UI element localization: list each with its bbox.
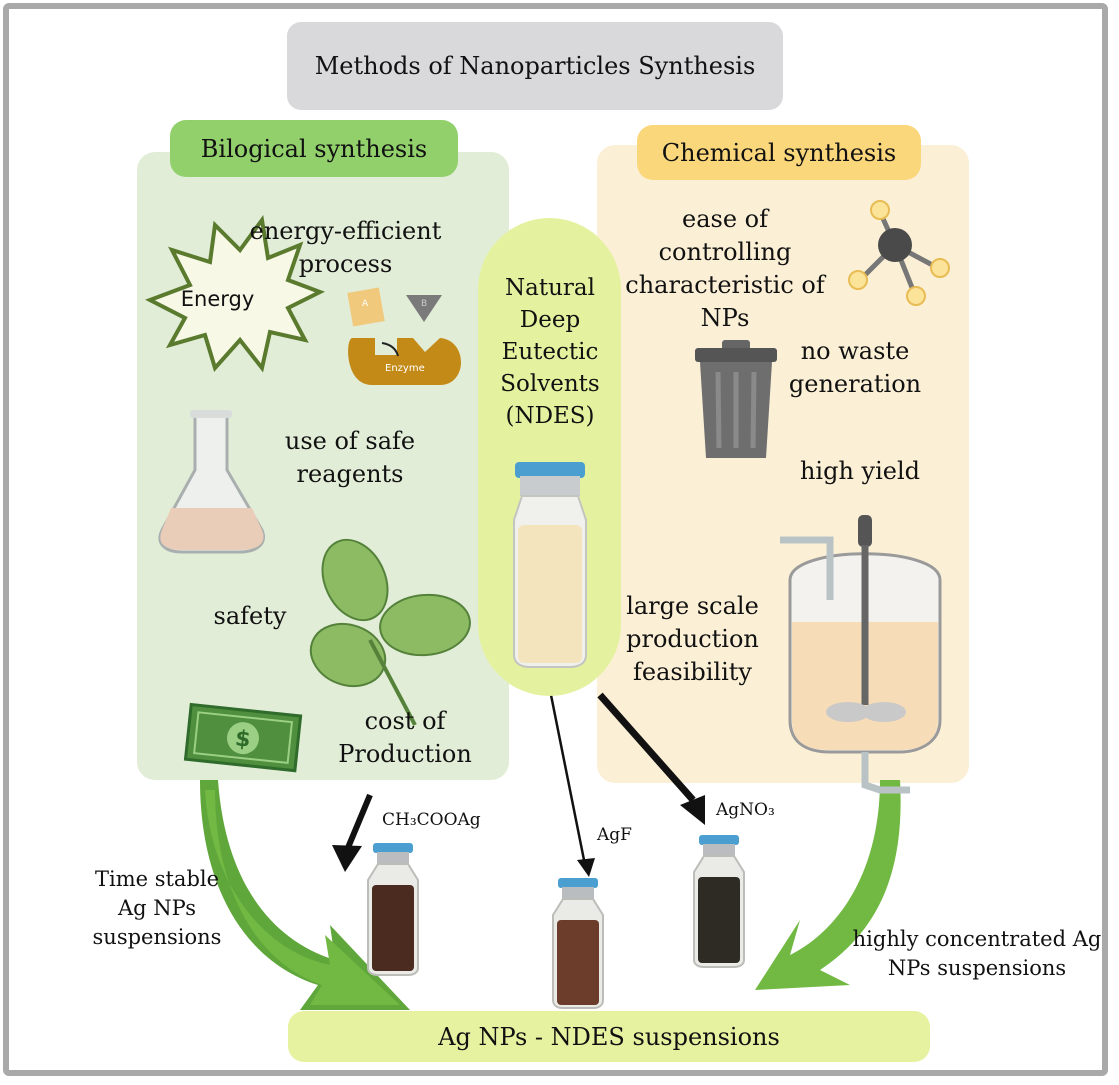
- outcome-highly-concentrated: highly concentrated Ag NPs suspensions: [852, 927, 1102, 980]
- vial-agno3-icon: [693, 835, 745, 968]
- molecule-icon: [848, 200, 950, 306]
- result-label: Ag NPs - NDES suspensions: [438, 1022, 780, 1051]
- chem-item-high-yield: high yield: [799, 457, 921, 485]
- bio-item-safe-reagents: use of safe reagents: [284, 427, 416, 488]
- right-green-arrow: [755, 780, 901, 990]
- page-title: Methods of Nanoparticles Synthesis: [314, 52, 756, 80]
- reactor-icon: [780, 515, 942, 794]
- enzyme-substrate-a: A: [362, 299, 369, 309]
- precursor-agno3: AgNO₃: [716, 800, 775, 820]
- enzyme-icon: [347, 287, 461, 385]
- chem-item-controlling: ease of controlling characteristic of NP…: [625, 205, 825, 332]
- left-green-arrow: [200, 780, 410, 1010]
- bio-item-safety: safety: [213, 602, 287, 630]
- biological-header: Bilogical synthesis: [170, 120, 458, 177]
- outcome-time-stable: Time stable Ag NPs suspensions: [92, 867, 222, 949]
- energy-starburst-icon: [145, 214, 325, 373]
- energy-icon-text: Energy: [180, 287, 255, 311]
- enzyme-label: Enzyme: [385, 363, 425, 374]
- vial-ch3cooag-icon: [367, 843, 419, 976]
- chem-item-no-waste: no waste generation: [788, 337, 922, 398]
- chemical-header-label: Chemical synthesis: [661, 138, 897, 167]
- outer-frame: [3, 3, 1108, 1076]
- ndes-label: Natural Deep Eutectic Solvents (NDES): [500, 275, 600, 429]
- flask-icon: [158, 410, 265, 554]
- chemical-header: Chemical synthesis: [637, 125, 921, 180]
- result-box: Ag NPs - NDES suspensions: [288, 1011, 930, 1062]
- svg-text:$: $: [234, 726, 252, 752]
- ndes-vial-icon: [513, 462, 587, 668]
- arrow-agno3: [597, 692, 705, 825]
- biological-header-label: Bilogical synthesis: [200, 134, 428, 163]
- precursor-ch3cooag: CH₃COOAg: [382, 810, 481, 830]
- enzyme-substrate-b: B: [421, 299, 428, 309]
- bio-item-energy-efficient: energy-efficient process: [249, 217, 442, 278]
- trash-can-icon: [695, 340, 777, 458]
- bio-item-cost: cost of Production: [338, 707, 472, 768]
- arrow-agf: [548, 689, 595, 877]
- money-icon: $: [183, 702, 303, 773]
- vial-agf-icon: [552, 878, 604, 1009]
- precursor-agf: AgF: [597, 825, 632, 845]
- chem-item-large-scale: large scale production feasibility: [626, 592, 759, 686]
- arrow-ch3cooag: [332, 793, 373, 872]
- leaf-icon: [309, 538, 471, 726]
- title-box: Methods of Nanoparticles Synthesis: [287, 22, 783, 110]
